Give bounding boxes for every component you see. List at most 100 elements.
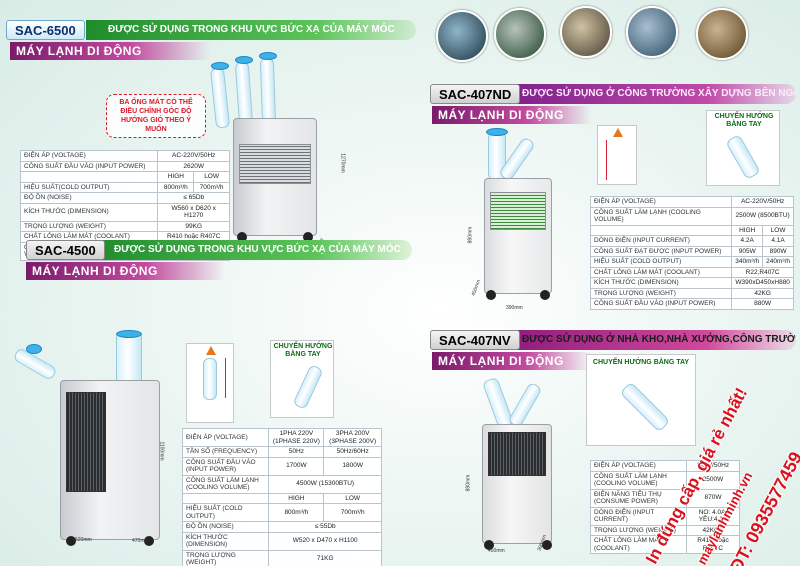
spec-value: 4500W (15300BTU) xyxy=(268,474,382,494)
inset-title: CHUYỂN HƯỚNG BẰNG TAY xyxy=(714,113,774,128)
spec-value: ≤ 55Db xyxy=(268,521,382,533)
spec-label xyxy=(19,171,159,183)
spec-label: KÍCH THƯỚC (DIMENSION) xyxy=(589,277,733,289)
spec-value: LOW xyxy=(193,171,230,183)
adjust-arrow-icon xyxy=(206,346,216,355)
height-arrow-icon xyxy=(225,358,226,398)
spec-value: 3PHA 200V (3PHASE 200V) xyxy=(323,428,382,447)
sac407nv-model-tag: SAC-407NV xyxy=(430,330,520,350)
wheel xyxy=(144,536,154,546)
spec-value: HIGH xyxy=(268,492,325,504)
spec-label: CHẤT LỎNG LÀM MÁT (COOLANT) xyxy=(590,535,687,554)
spec-label: DÒNG ĐIỆN (INPUT CURRENT) xyxy=(590,506,687,526)
spec-row: ĐIỆN ÁP (VOLTAGE)1PHA 220V (1PHASE 220V)… xyxy=(181,428,382,447)
spec-row: CHẤT LỎNG LÀM MÁT (COOLANT)R410 hoặc R40… xyxy=(590,535,740,554)
sac407nd-dim-height: 880mm xyxy=(467,226,474,244)
sac4500-unit-image xyxy=(12,330,180,550)
wheel xyxy=(66,536,76,546)
sac407nd-inset-rotate: CHUYỂN HƯỚNG BẰNG TAY xyxy=(706,110,780,186)
wheel xyxy=(540,290,550,300)
spec-label: CÔNG SUẤT ĐẠT ĐƯỢC (INPUT POWER) xyxy=(589,245,733,257)
inset-title: CHUYỂN HƯỚNG BẰNG TAY xyxy=(592,359,690,366)
spec-value: 800m³/h xyxy=(268,503,325,522)
spec-row: ĐIỆN ÁP (VOLTAGE)220V/50Hz xyxy=(590,460,740,472)
spec-row: CÔNG SUẤT ĐẦU VÀO (INPUT POWER)2620W xyxy=(19,160,230,172)
spec-value: 240m³/h xyxy=(762,256,794,268)
spec-row: CÔNG SUẤT LÀM LẠNH (COOLING VOLUME)4500W… xyxy=(181,474,382,494)
spec-value: R22,R407C xyxy=(731,266,794,278)
spec-label: CÔNG SUẤT ĐẦU VÀO (INPUT POWER) xyxy=(589,298,733,310)
spec-label: ĐIỆN ÁP (VOLTAGE) xyxy=(19,150,159,162)
inset-title: CHUYỂN HƯỚNG BẰNG TAY xyxy=(273,343,333,358)
sac6500-model-tag: SAC-6500 xyxy=(6,20,85,40)
spec-label: DÒNG ĐIỆN (INPUT CURRENT) xyxy=(589,235,733,247)
grille xyxy=(490,192,546,230)
spec-value: LOW xyxy=(323,492,382,504)
grille xyxy=(239,144,311,184)
sac407nd-inset-vertical xyxy=(597,125,637,185)
spec-label: ĐIỆN ÁP (VOLTAGE) xyxy=(590,460,687,472)
site-photo-5 xyxy=(696,8,748,60)
spec-value: ≤ 65Db xyxy=(157,192,230,204)
sac407nv-dim-width: 450mm xyxy=(488,548,505,554)
spec-row: ĐIỆN ÁP (VOLTAGE)AC-220V/50Hz xyxy=(19,150,230,162)
grille xyxy=(66,392,106,492)
sac4500-dim-height: 1100mm xyxy=(158,441,165,461)
spec-row: ĐỘ ỒN (NOISE)≤ 65Db xyxy=(19,192,230,204)
spec-value: 700m³/h xyxy=(323,503,382,522)
spec-label: ĐIỆN ÁP (VOLTAGE) xyxy=(589,196,733,208)
spec-label: CÔNG SUẤT LÀM LẠNH (COOLING VOLUME) xyxy=(181,474,270,494)
spec-row: CÔNG SUẤT LÀM LẠNH (COOLING VOLUME)2500W… xyxy=(589,206,794,226)
spec-value: 2620W xyxy=(157,160,230,172)
duct xyxy=(725,133,761,181)
spec-label: TẦN SỐ (FREQUENCY) xyxy=(181,446,270,458)
duct-cap-2 xyxy=(235,56,253,64)
spec-value: HIGH xyxy=(157,171,195,183)
sac407nd-dim-width: 390mm xyxy=(506,305,523,311)
spec-label: ĐIỆN ÁP (VOLTAGE) xyxy=(181,428,270,447)
wheel xyxy=(484,540,494,550)
spec-value: 1800W xyxy=(323,456,382,476)
height-arrow-icon xyxy=(606,140,607,180)
sac407nd-model-tag: SAC-407ND xyxy=(430,84,521,104)
spec-label: TRỌNG LƯỢNG (WEIGHT) xyxy=(19,220,159,232)
sac4500-dim-depth: 470mm xyxy=(132,538,149,544)
sac6500-section-title: MÁY LẠNH DI ĐỘNG xyxy=(10,42,210,60)
sac407nv-dim-height: 880mm xyxy=(465,474,472,492)
adjust-arrow-icon xyxy=(613,128,623,137)
spec-value: LOW xyxy=(762,224,794,236)
spec-value: 71KG xyxy=(268,549,382,566)
duct xyxy=(292,364,324,410)
sac4500-spec-table: ĐIỆN ÁP (VOLTAGE)1PHA 220V (1PHASE 220V)… xyxy=(181,428,382,566)
sac407nd-unit-image xyxy=(470,122,570,302)
spec-label: CÔNG SUẤT ĐẦU VÀO (INPUT POWER) xyxy=(181,456,270,476)
spec-value: 880W xyxy=(731,298,794,310)
duct-1 xyxy=(209,67,231,129)
sac4500-section-title: MÁY LẠNH DI ĐỘNG xyxy=(26,262,226,280)
spec-label: TRỌNG LƯỢNG (WEIGHT) xyxy=(181,549,270,566)
spec-value: NO: 4.0A; YÊU:4.1A xyxy=(686,506,740,526)
wheel xyxy=(303,232,313,242)
spec-row: ĐỘ ỒN (NOISE)≤ 55Db xyxy=(181,521,382,533)
spec-row: CÔNG SUẤT LÀM LẠNH (COOLING VOLUME)2500W xyxy=(590,470,740,490)
spec-row: KÍCH THƯỚC (DIMENSION)W560 x D620 x H127… xyxy=(19,202,230,222)
sac4500-inset-rotate: CHUYỂN HƯỚNG BẰNG TAY xyxy=(270,340,334,418)
spec-label: HIỆU SUẤT(COLD OUTPUT) xyxy=(19,181,159,193)
duct-2 xyxy=(116,332,142,386)
spec-value: W390xD450xH880 xyxy=(731,277,794,289)
spec-value: 890W xyxy=(762,245,794,257)
sac407nv-section-title: MÁY LẠNH DI ĐỘNG xyxy=(432,352,592,370)
spec-row: CÔNG SUẤT ĐẦU VÀO (INPUT POWER)880W xyxy=(589,298,794,310)
spec-row: TRỌNG LƯỢNG (WEIGHT)99KG xyxy=(19,220,230,232)
spec-value: 42KG xyxy=(731,287,794,299)
spec-row: ĐIỆN NĂNG TIÊU THỤ (CONSUME POWER)870W xyxy=(590,488,740,508)
duct-cap-3 xyxy=(259,52,277,60)
spec-value: 4.2A xyxy=(731,235,764,247)
wheel xyxy=(486,290,496,300)
duct xyxy=(619,381,671,433)
